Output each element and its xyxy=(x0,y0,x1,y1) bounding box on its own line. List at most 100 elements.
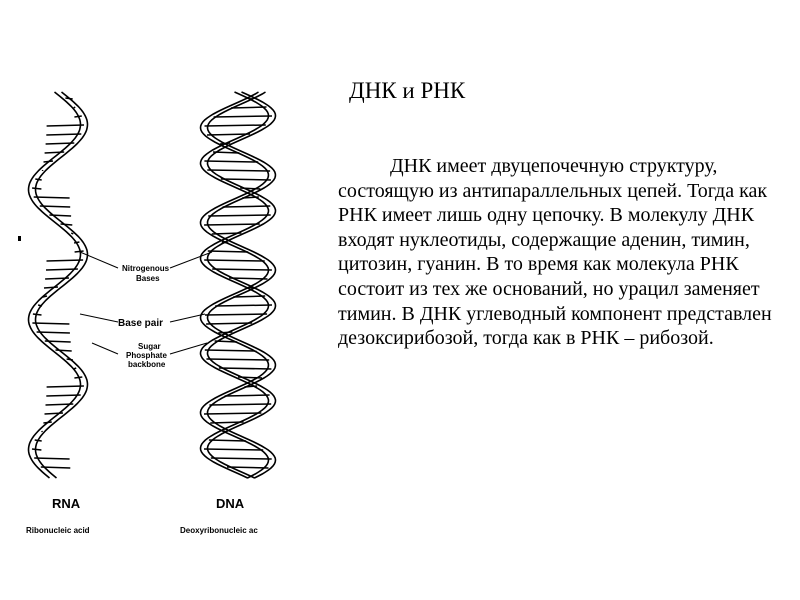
label-sugar: Sugar xyxy=(138,342,161,351)
rna-base-rung xyxy=(43,421,52,424)
rna-base-rung xyxy=(74,250,84,253)
dna-base-rung xyxy=(208,439,247,442)
dna-base-rung xyxy=(223,430,227,433)
dna-base-rung xyxy=(221,241,229,244)
dna-base-rung xyxy=(237,376,263,379)
dna-base-rung xyxy=(207,250,249,253)
rna-base-rung xyxy=(44,151,65,154)
dna-base-rung xyxy=(212,268,272,271)
dna-base-rung xyxy=(204,160,259,163)
dna-base-rung xyxy=(206,358,270,361)
dna-base-rung xyxy=(204,349,257,352)
rna-base-rung xyxy=(45,277,70,280)
dna-base-rung xyxy=(233,295,266,298)
label-dna-full: Deoxyribonucleic ac xyxy=(180,526,258,535)
rna-base-rung xyxy=(32,322,70,325)
label-rna-full: Ribonucleic acid xyxy=(26,526,90,535)
rna-base-rung xyxy=(74,376,83,379)
dna-base-rung xyxy=(214,340,238,343)
label-rna: RNA xyxy=(52,496,81,511)
rna-base-rung xyxy=(33,196,70,199)
dna-base-rung xyxy=(240,187,261,190)
dna-base-rung xyxy=(208,214,271,217)
rna-base-rung xyxy=(45,403,74,406)
rna-base-rung xyxy=(32,187,42,190)
label-pointers xyxy=(79,251,213,355)
rna-base-rung xyxy=(32,313,42,316)
rna-base-rung xyxy=(41,430,44,433)
rna-base-rung xyxy=(66,358,74,361)
label-bases: Bases xyxy=(136,274,160,283)
rna-base-rung xyxy=(46,259,84,262)
rna-dna-helix-diagram: Nitrogenous Bases Base pair Sugar Phosph… xyxy=(26,91,277,535)
dna-base-rung xyxy=(204,223,260,226)
label-backbone: backbone xyxy=(128,360,166,369)
dna-base-rung xyxy=(226,466,269,469)
dna-base-rung xyxy=(206,133,251,136)
rna-base-rung xyxy=(36,331,70,334)
dna-base-rung xyxy=(220,142,231,145)
rna-base-rung xyxy=(60,223,73,226)
rna-base-rung xyxy=(46,124,85,127)
rna-base-rung xyxy=(40,466,71,469)
dna-base-rung xyxy=(210,457,272,460)
stray-mark xyxy=(18,236,21,241)
rna-backbone-strand xyxy=(34,91,89,479)
rna-base-rung xyxy=(34,457,70,460)
rna-base-rung xyxy=(43,160,54,163)
rna-base-rung xyxy=(45,142,75,145)
dna-base-rung xyxy=(204,313,268,316)
dna-base-rung xyxy=(204,124,266,127)
dna-base-rung xyxy=(230,106,267,109)
rna-base-rung xyxy=(42,295,48,298)
rna-helix xyxy=(27,91,89,479)
dna-base-rung xyxy=(204,259,265,262)
dna-base-rung xyxy=(215,304,273,307)
rna-base-rung xyxy=(46,394,81,397)
label-nitrogenous: Nitrogenous xyxy=(122,264,170,273)
rna-base-rung xyxy=(44,412,64,415)
rna-base-rung xyxy=(37,304,43,307)
label-phosphate: Phosphate xyxy=(126,351,167,360)
dna-base-rung xyxy=(220,178,271,181)
dna-helix xyxy=(199,91,277,479)
slide-paragraph: ДНК имеет двуцепочечную структуру, состо… xyxy=(338,155,772,350)
rna-base-rung xyxy=(65,97,73,100)
rna-base-rung xyxy=(35,178,42,181)
label-dna: DNA xyxy=(216,496,245,511)
dna-base-rung xyxy=(210,421,244,424)
dna-base-rung xyxy=(209,403,272,406)
dna-base-rung xyxy=(224,394,270,397)
rna-base-rung xyxy=(70,232,74,235)
rna-base-rung xyxy=(34,439,42,442)
rna-backbone-strand xyxy=(27,91,82,479)
dna-base-rung xyxy=(218,331,233,334)
rna-base-rung xyxy=(49,214,72,217)
dna-base-rung xyxy=(248,286,254,289)
dna-base-rung xyxy=(244,385,258,388)
dna-backbone-strand xyxy=(199,91,270,479)
rna-base-rung xyxy=(55,349,72,352)
dna-base-rung xyxy=(229,277,268,280)
dna-base-rung xyxy=(207,169,271,172)
dna-base-rung xyxy=(206,322,253,325)
dna-base-rung xyxy=(242,196,259,199)
dna-base-rung xyxy=(218,367,272,370)
rna-base-rung xyxy=(74,115,82,118)
slide-title: ДНК и РНК xyxy=(349,78,466,103)
rna-base-rung xyxy=(46,385,84,388)
dna-base-rung xyxy=(212,151,240,154)
rna-base-rung xyxy=(73,367,77,370)
dna-backbone-strand xyxy=(206,91,277,479)
rna-base-rung xyxy=(39,205,71,208)
dna-base-rung xyxy=(203,448,264,451)
dna-base-rung xyxy=(213,115,273,118)
dna-base-rung xyxy=(211,232,242,235)
rna-base-rung xyxy=(46,133,82,136)
rna-base-rung xyxy=(73,241,80,244)
label-base-pair: Base pair xyxy=(118,318,163,329)
rna-base-rung xyxy=(44,340,71,343)
rna-base-rung xyxy=(73,106,76,109)
rna-base-rung xyxy=(45,268,78,271)
